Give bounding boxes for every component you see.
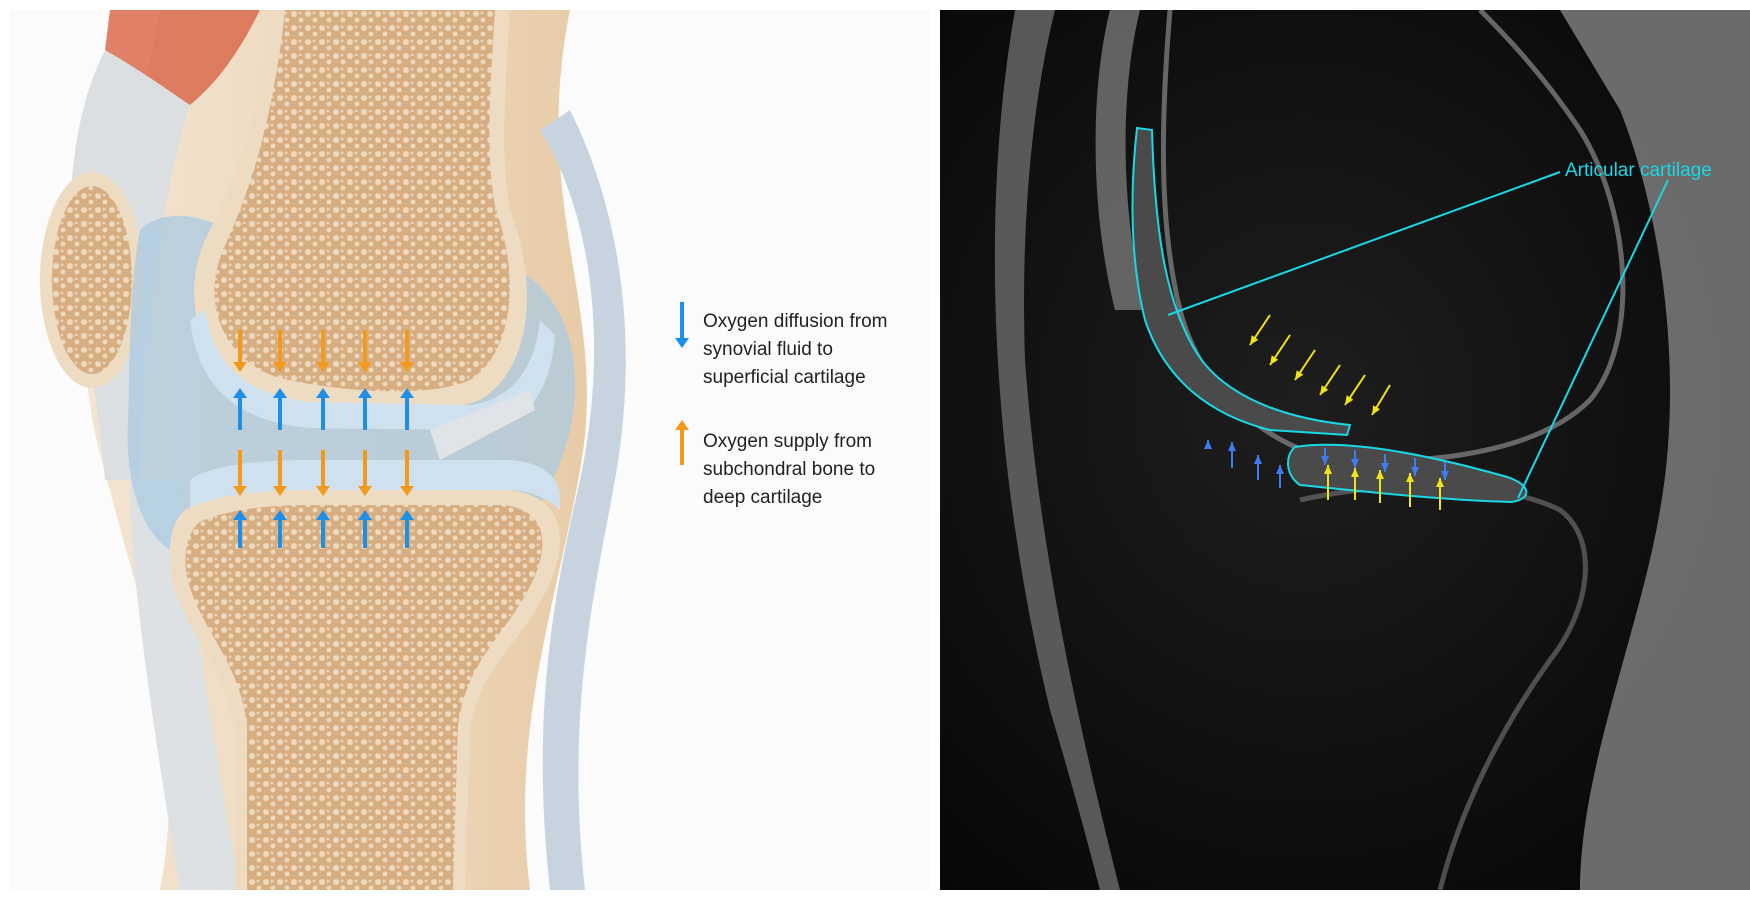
blue-arrow-mri-tibial-head bbox=[1381, 463, 1389, 472]
legend-blue-arrow bbox=[675, 302, 689, 348]
mri-panel: Articular cartilage bbox=[940, 10, 1750, 890]
mri-leader-line-tibial bbox=[1517, 179, 1669, 499]
blue-arrow-tibia bbox=[358, 510, 372, 548]
yellow-arrow-femoral-head bbox=[1345, 395, 1354, 405]
legend-blue-text: Oxygen diffusion from synovial fluid to … bbox=[703, 311, 888, 388]
mri-femoral-cartilage bbox=[1131, 126, 1352, 437]
mri-skin bbox=[994, 10, 1120, 890]
tibia bbox=[185, 505, 543, 890]
mri-tibial-cartilage bbox=[1287, 443, 1528, 504]
yellow-arrow-tibial-head bbox=[1351, 468, 1359, 477]
blue-arrow-mri-tibial-head bbox=[1441, 471, 1449, 480]
tibial-cartilage bbox=[190, 460, 560, 510]
femur bbox=[214, 10, 510, 392]
articular-cartilage-label: Articular cartilage bbox=[1565, 160, 1712, 181]
yellow-arrow-femoral-head bbox=[1372, 405, 1381, 415]
orange-arrow-femur bbox=[316, 330, 330, 372]
orange-arrow-tibia-down bbox=[273, 450, 287, 496]
blue-arrow-femur bbox=[400, 388, 414, 430]
blue-arrow-mri-femoral-head bbox=[1276, 465, 1284, 474]
quadriceps-muscle bbox=[105, 10, 260, 105]
patellar-ligament bbox=[130, 480, 240, 890]
blue-arrow-femur bbox=[316, 388, 330, 430]
legend-blue-arrow-icon bbox=[675, 302, 689, 348]
orange-arrow-tibia-down bbox=[233, 450, 247, 496]
yellow-arrow-femoral-head bbox=[1250, 335, 1259, 345]
blue-arrow-tibia bbox=[233, 510, 247, 548]
mri-leader-line-femoral bbox=[1167, 171, 1561, 316]
mri-patella bbox=[1095, 10, 1145, 310]
yellow-arrow-femoral-head bbox=[1295, 370, 1304, 380]
yellow-arrow-tibial-head bbox=[1324, 465, 1332, 474]
blue-arrow-mri-femoral-head bbox=[1254, 455, 1262, 464]
orange-arrow-femur bbox=[233, 330, 247, 372]
orange-arrow-femur bbox=[400, 330, 414, 372]
blue-arrow-mri-tibial-head bbox=[1321, 456, 1329, 465]
posterior-capsule bbox=[540, 110, 626, 890]
oxygen-arrows bbox=[233, 330, 414, 548]
blue-arrow-tibia bbox=[316, 510, 330, 548]
knee-illustration bbox=[40, 10, 689, 890]
blue-arrow-mri-femoral-head bbox=[1204, 440, 1212, 449]
cruciate-ligament bbox=[430, 390, 535, 460]
orange-arrow-tibia-down bbox=[358, 450, 372, 496]
knee-illustration-panel: Oxygen diffusion from synovial fluid to … bbox=[10, 10, 930, 890]
mri-image bbox=[940, 10, 1750, 890]
orange-arrow-tibia-down bbox=[400, 450, 414, 496]
mri-femur-cortex bbox=[1160, 10, 1626, 464]
blue-arrow-mri-tibial-head bbox=[1411, 467, 1419, 476]
patella bbox=[52, 186, 132, 374]
legend-orange-text: Oxygen supply from subchondral bone to d… bbox=[703, 431, 876, 508]
blue-arrow-tibia bbox=[400, 510, 414, 548]
yellow-arrow-femoral-head bbox=[1320, 385, 1329, 395]
legend-orange-arrow-icon bbox=[675, 420, 689, 465]
orange-arrow-tibia-down bbox=[316, 450, 330, 496]
blue-arrow-mri-tibial-head bbox=[1351, 459, 1359, 468]
yellow-arrow-tibial-head bbox=[1406, 473, 1414, 482]
orange-arrow-femur bbox=[273, 330, 287, 372]
blue-arrow-femur bbox=[358, 388, 372, 430]
orange-arrow-femur bbox=[358, 330, 372, 372]
blue-arrow-femur bbox=[273, 388, 287, 430]
blue-arrow-femur bbox=[233, 388, 247, 430]
mri-arrows bbox=[1204, 314, 1449, 510]
yellow-arrow-femoral-head bbox=[1270, 355, 1279, 365]
yellow-arrow-tibial-head bbox=[1376, 470, 1384, 479]
yellow-arrow-tibial-head bbox=[1436, 478, 1444, 487]
blue-arrow-tibia bbox=[273, 510, 287, 548]
mri-posterior-tissue bbox=[1560, 10, 1750, 890]
legend-orange-arrow bbox=[675, 420, 689, 465]
blue-arrow-mri-femoral-head bbox=[1228, 442, 1236, 451]
